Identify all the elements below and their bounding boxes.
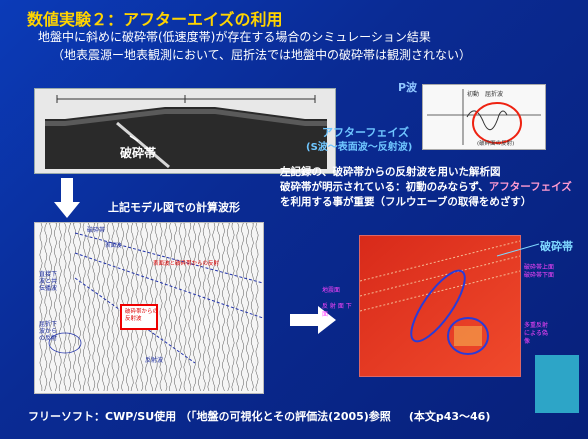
red-label-r2: 多重反射 による偽 像 bbox=[524, 322, 549, 345]
seismic-trace bbox=[97, 223, 101, 392]
seismic-trace bbox=[159, 223, 163, 392]
calc-waveform-label: 上記モデル図での計算波形 bbox=[108, 201, 240, 214]
seismic-trace bbox=[169, 223, 173, 392]
seismic-trace bbox=[116, 223, 120, 392]
seismic-trace bbox=[202, 223, 206, 392]
seismic-trace bbox=[207, 223, 211, 392]
seis-label-box: 破砕帯からの 反射波 bbox=[125, 309, 159, 322]
seismic-trace bbox=[183, 223, 187, 392]
fault-pointer bbox=[129, 135, 139, 142]
down-arrow-icon bbox=[54, 178, 80, 218]
seismic-trace bbox=[92, 223, 96, 392]
seismic-trace bbox=[101, 223, 105, 392]
pwave-panel: 初動 屈折波 (破砕面の反射) bbox=[422, 84, 546, 150]
seismic-trace bbox=[241, 223, 245, 392]
migration-image bbox=[360, 236, 520, 376]
footer-text: フリーソフト：CWP/SU使用 （「地盤の可視化とその評価法(2005)参照 bbox=[28, 410, 391, 423]
seismic-trace bbox=[106, 223, 110, 392]
description-text: 左記録の、破砕帯からの反射波を用いた解析図 破砕帯が明示されている：初動のみなら… bbox=[280, 165, 580, 210]
migration-image-panel bbox=[359, 235, 521, 377]
seismic-trace bbox=[77, 223, 81, 392]
seismic-trace bbox=[44, 223, 48, 392]
red-label-l1: 地震面 bbox=[322, 287, 341, 294]
seismic-trace bbox=[63, 223, 67, 392]
seis-label-mid2: 表面波と破砕帯からの反射 bbox=[153, 261, 220, 267]
pwave-label: P波 bbox=[398, 81, 418, 94]
seismic-trace bbox=[82, 223, 86, 391]
seismic-trace bbox=[226, 223, 230, 392]
seismic-trace bbox=[250, 223, 254, 392]
model-cross-section bbox=[34, 88, 336, 174]
seismic-trace bbox=[231, 223, 235, 392]
desc-line-2-b: を利用する事が重要（フルウエーブの取得をめざす） bbox=[280, 196, 532, 208]
seismic-trace bbox=[178, 223, 182, 392]
slide-subtitle-2: （地表震源ー地表観測において、屈折法では地盤中の破砕帯は観測されない） bbox=[52, 48, 472, 62]
seismic-trace bbox=[58, 223, 62, 392]
seismogram-panel: 破砕帯 直接下 波と共 伝播波 屈折下 波から の反射 破砕帯からの 反射波 表… bbox=[34, 222, 264, 394]
seismic-trace bbox=[49, 223, 53, 392]
pwave-diagram bbox=[423, 85, 545, 149]
desc-line-1: 左記録の、破砕帯からの反射波を用いた解析図 bbox=[280, 166, 501, 178]
thumbnail-image bbox=[535, 355, 579, 413]
seismic-trace bbox=[73, 223, 77, 392]
seismic-trace bbox=[255, 223, 259, 392]
red-label-l2: 反 射 面 下 面 bbox=[322, 303, 352, 318]
seis-label-bottom: 反射波 bbox=[145, 357, 164, 364]
seis-label-top: 破砕帯 bbox=[87, 227, 106, 234]
footer: フリーソフト：CWP/SU使用 （「地盤の可視化とその評価法(2005)参照 (本… bbox=[28, 408, 490, 424]
seis-label-left2: 屈折下 波から の反射 bbox=[39, 321, 58, 342]
afterphase-sublabel: (S波～表面波～反射波) bbox=[306, 142, 413, 153]
seismogram-traces bbox=[35, 223, 263, 393]
seismic-trace bbox=[188, 223, 192, 392]
seismic-trace bbox=[164, 223, 168, 392]
desc-highlight: アフターフェイズ bbox=[488, 181, 572, 193]
pwave-panel-text: 初動 屈折波 bbox=[467, 91, 504, 98]
fault-pointer-lines bbox=[496, 243, 540, 257]
desc-line-2-a: 破砕帯が明示されている：初動のみならず、 bbox=[280, 181, 489, 193]
seismic-trace bbox=[245, 223, 249, 392]
seis-label-mid1: 表面波 bbox=[105, 243, 122, 249]
model-fault-label: 破砕帯 bbox=[120, 146, 157, 160]
seismic-trace bbox=[87, 223, 91, 392]
pwave-panel-note: (破砕面の反射) bbox=[477, 141, 515, 147]
seismic-trace bbox=[39, 223, 43, 391]
slide-title: 数値実験２：アフターエイズの利用 bbox=[27, 10, 283, 29]
red-fault-label: 破砕帯 bbox=[540, 240, 573, 253]
afterphase-label: アフターフェイズ bbox=[322, 126, 410, 139]
footer-reference: (本文p43～46) bbox=[408, 410, 491, 423]
slide-subtitle-1: 地盤中に斜めに破砕帯(低速度帯)が存在する場合のシミュレーション結果 bbox=[38, 30, 431, 44]
seismic-trace bbox=[68, 223, 72, 392]
seismic-trace bbox=[53, 223, 57, 392]
seis-label-left1: 直接下 波と共 伝播波 bbox=[39, 271, 58, 292]
seismic-trace bbox=[173, 223, 177, 392]
model-diagram bbox=[35, 89, 335, 173]
seismic-trace bbox=[217, 223, 221, 392]
seismic-trace bbox=[236, 223, 240, 392]
desc-line-2: 破砕帯が明示されている：初動のみならず、アフターフェイズを利用する事が重要（フル… bbox=[280, 180, 580, 210]
seismic-trace bbox=[197, 223, 201, 392]
right-arrow-icon bbox=[290, 306, 336, 334]
seismic-trace bbox=[212, 223, 216, 392]
red-label-r1: 破砕帯上面 破砕帯下面 bbox=[524, 264, 555, 279]
seismic-trace bbox=[193, 223, 197, 392]
